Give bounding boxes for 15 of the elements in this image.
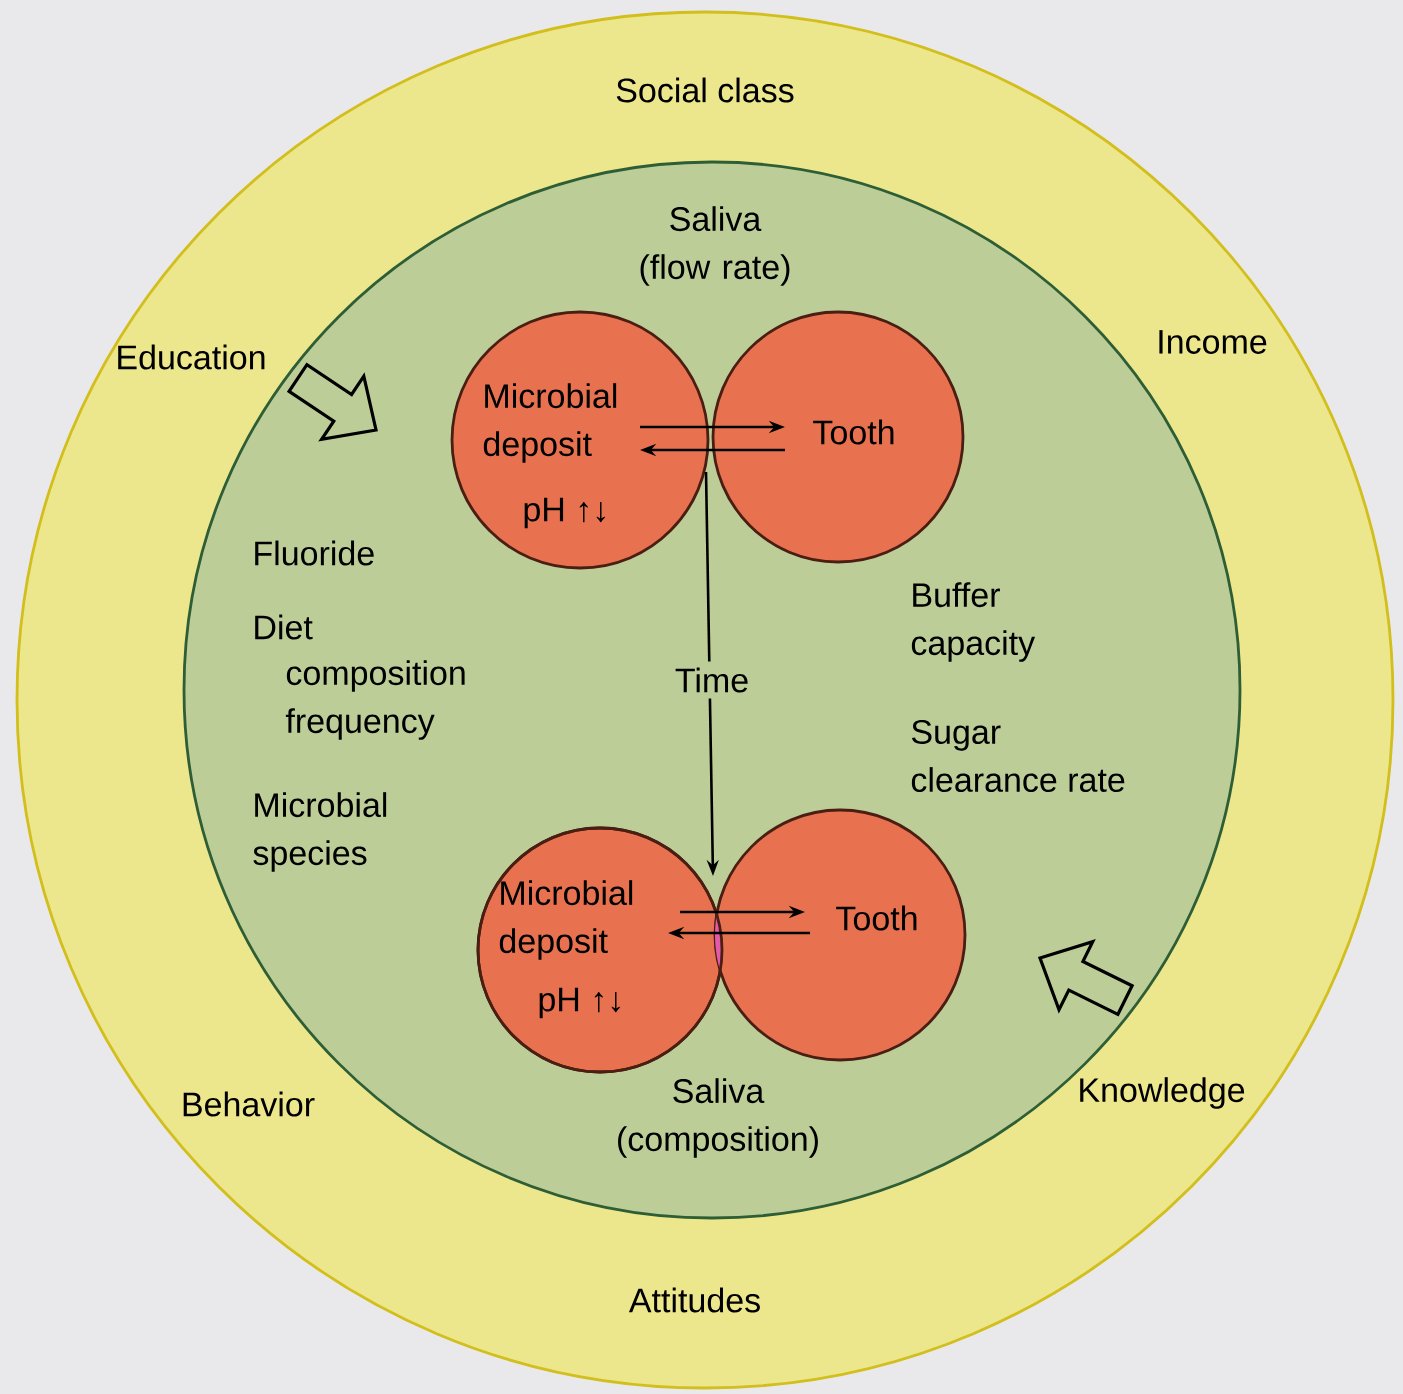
factor-label: Diet: [255, 614, 313, 640]
factor-label: composition frequency: [285, 660, 465, 740]
factor-label: Saliva (composition): [618, 1078, 818, 1158]
factor-label: Income: [1159, 330, 1267, 354]
factor-label: Knowledge: [1080, 1077, 1245, 1109]
factor-label: Social class: [616, 77, 794, 103]
factor-label: Education: [118, 344, 265, 370]
factor-label: Microbial species: [253, 792, 387, 872]
factor-label: Sugar clearance rate: [911, 719, 1125, 793]
factor-label: Behavior: [183, 1091, 315, 1117]
factor-label: Saliva (flow rate): [640, 206, 790, 286]
factor-label: Buffer capacity: [911, 582, 1036, 662]
factor-label: Attitudes: [628, 1287, 760, 1313]
factor-label: Fluoride: [255, 540, 374, 566]
edge-label: Time: [668, 661, 756, 699]
